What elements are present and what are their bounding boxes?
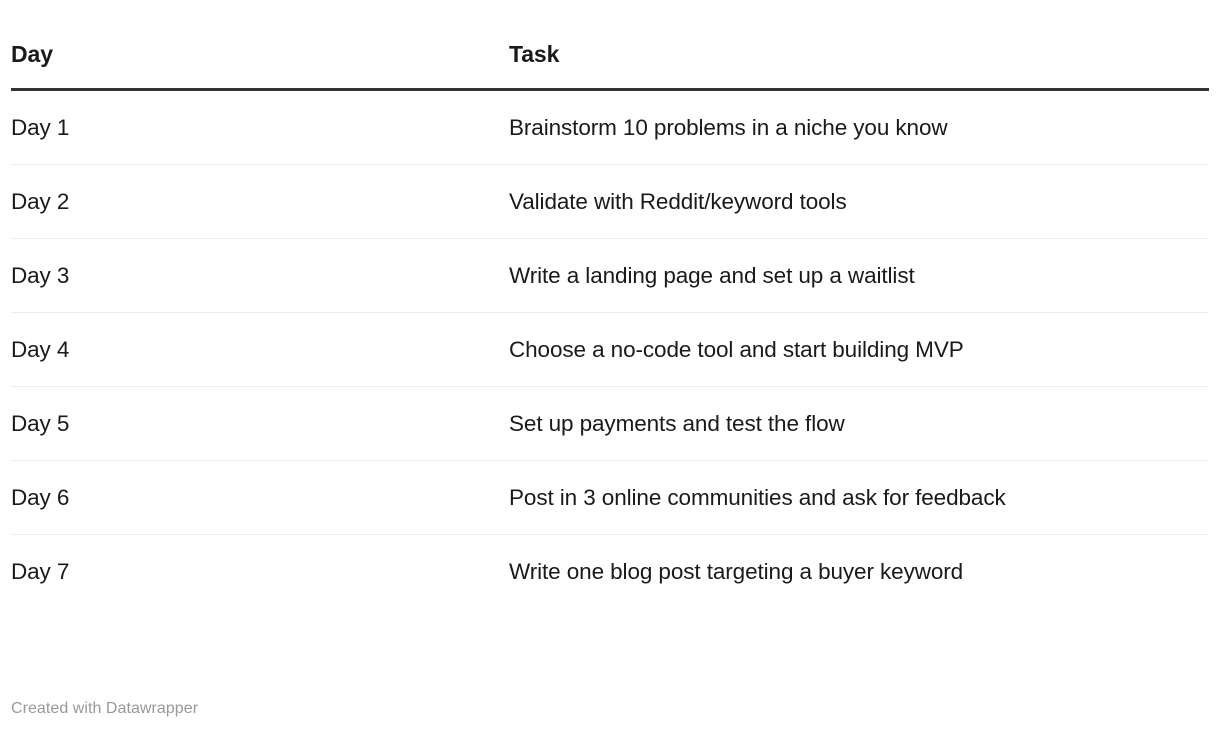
- column-header-day: Day: [11, 41, 509, 91]
- cell-day: Day 3: [11, 238, 509, 313]
- cell-task: Brainstorm 10 problems in a niche you kn…: [509, 89, 1209, 165]
- cell-task: Validate with Reddit/keyword tools: [509, 164, 1209, 239]
- cell-task: Write one blog post targeting a buyer ke…: [509, 558, 964, 584]
- cell-day: Day 4: [11, 312, 509, 387]
- table-row: Day 7 Write one blog post targeting a bu…: [11, 535, 1209, 609]
- table-row: Day 2 Validate with Reddit/keyword tools: [11, 164, 1209, 239]
- table-row: Day 5 Set up payments and test the flow: [11, 386, 1209, 461]
- cell-day: Day 6: [11, 460, 509, 535]
- cell-task: Post in 3 online communities and ask for…: [509, 460, 1209, 535]
- table-row: Day 6 Post in 3 online communities and a…: [11, 460, 1209, 535]
- cell-task: Choose a no-code tool and start building…: [509, 312, 1209, 387]
- table-body: Day 1 Brainstorm 10 problems in a niche …: [11, 89, 1209, 609]
- datawrapper-table-chart: Day Task Day 1 Brainstorm 10 problems in…: [0, 41, 1220, 735]
- table-row: Day 1 Brainstorm 10 problems in a niche …: [11, 89, 1209, 165]
- cell-task: Set up payments and test the flow: [509, 386, 1209, 461]
- cell-day: Day 2: [11, 164, 509, 239]
- table-row: Day 4 Choose a no-code tool and start bu…: [11, 312, 1209, 387]
- cell-task: Write a landing page and set up a waitli…: [509, 238, 1209, 313]
- table-row: Day 3 Write a landing page and set up a …: [11, 238, 1209, 313]
- column-header-task: Task: [509, 41, 1209, 91]
- datawrapper-credit[interactable]: Created with Datawrapper: [11, 700, 199, 717]
- table-header: Day Task: [11, 41, 1209, 91]
- cell-day: Day 1: [11, 89, 509, 165]
- table-header-row: Day Task: [11, 41, 1209, 91]
- cell-day: Day 5: [11, 386, 509, 461]
- cell-day: Day 7: [11, 558, 70, 584]
- data-table: Day Task Day 1 Brainstorm 10 problems in…: [11, 41, 1209, 608]
